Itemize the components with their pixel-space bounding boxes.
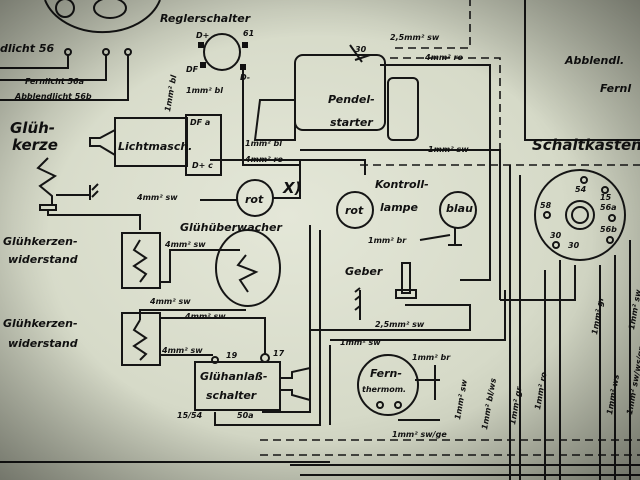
label-sk-54: 54 [575, 185, 587, 194]
label-wire-4sw-b: 4mm² sw [164, 240, 206, 249]
label-geber: Geber [345, 265, 383, 278]
label-sk-56a: 56a [600, 203, 617, 212]
label-widerstand2-1: Glühkerzen- [3, 317, 78, 330]
remote-thermometer [329, 345, 440, 425]
label-wire-1ro: 1mm² ro [533, 371, 549, 410]
label-wire-4ro-top: 4mm² ro [424, 53, 463, 62]
label-wire-4ro-starter: 4mm² ro [244, 155, 283, 164]
label-pendel-1: Pendel- [328, 93, 375, 106]
label-wire-4sw-e: 4mm² sw [161, 346, 203, 355]
label-widerstand2-2: widerstand [8, 337, 78, 350]
label-wire-1br-b: 1mm² br [412, 353, 451, 362]
label-fernlicht: Fernlicht 56a [25, 77, 84, 86]
warning-lamp-red [336, 191, 374, 229]
label-x-mark: X) [282, 179, 301, 197]
label-gluehueberwacher: Glühüberwacher [180, 221, 282, 234]
label-wire-1bl-regler: 1mm² bl [186, 86, 223, 95]
label-wire-1br: 1mm² br [368, 236, 407, 245]
label-reglerschalter: Reglerschalter [160, 12, 251, 25]
label-wire-1sw-b: 1mm² sw [340, 338, 381, 347]
label-wire-1sw-vert: 1mm² sw [453, 378, 469, 420]
label-gluehkerze-1: Glüh- [10, 119, 55, 137]
label-wire-1swge: 1mm² sw/ge [392, 430, 447, 439]
label-widerstand1-1: Glühkerzen- [3, 235, 78, 248]
label-lima-dplus: D+ c [192, 161, 213, 170]
label-term-1554: 15/54 [177, 411, 203, 420]
label-sk-30a: 30 [550, 231, 562, 240]
label-abblendl: Abblendl. [564, 54, 624, 67]
label-fernl: Fernl [600, 82, 631, 95]
label-gluehanlass-1: Glühanlaß- [200, 370, 267, 383]
label-kontrolllampe-1: Kontroll- [375, 178, 429, 191]
pendulum-starter [210, 0, 501, 300]
label-wire-1bl-vertical: 1mm² bl [163, 74, 178, 112]
label-rot-1: rot [245, 193, 264, 206]
glow-monitor-coil [139, 229, 281, 320]
glow-plug-resistor-1 [121, 232, 240, 289]
label-widerstand1-2: widerstand [8, 253, 78, 266]
label-term-50a: 50a [237, 411, 254, 420]
regulator-switch [198, 33, 300, 166]
switch-box [260, 0, 640, 480]
label-wire-1sw-mix: 1mm² sw/ws/gr [625, 345, 640, 415]
label-pendel-2: starter [330, 116, 373, 129]
label-regler-dplus: D+ [196, 31, 209, 40]
label-rot-2: rot [345, 204, 364, 217]
label-wire-25sw-top: 2,5mm² sw [390, 33, 440, 42]
label-sk-58: 58 [540, 201, 552, 210]
label-sk-15: 15 [600, 193, 612, 202]
label-wire-1blws: 1mm² bl/ws [480, 377, 498, 430]
label-wire-4sw-a: 4mm² sw [136, 193, 178, 202]
warning-lamp-blue [439, 191, 477, 229]
label-wire-1bl-starter: 1mm² bl [245, 139, 282, 148]
label-kontrolllampe-2: lampe [380, 201, 419, 214]
glow-start-switch [194, 225, 321, 426]
label-wire-25sw-b: 2,5mm² sw [375, 320, 425, 329]
generator [89, 114, 222, 176]
glow-plug-resistor-2 [121, 312, 266, 366]
label-wire-4sw-d: 4mm² sw [184, 312, 226, 321]
label-gluehkerze-2: kerze [12, 136, 58, 154]
label-term-30: 30 [355, 45, 367, 54]
ground-symbol [419, 228, 462, 246]
label-fernthermom-1: Fern- [370, 367, 402, 380]
label-lichtmaschine: Lichtmasch. [118, 140, 192, 153]
label-blau: blau [446, 202, 473, 215]
label-lima-df: DF a [190, 118, 210, 127]
label-schaltkasten: Schaltkasten [532, 136, 640, 154]
label-regler-61: 61 [243, 29, 254, 38]
label-sk-30b: 30 [568, 241, 580, 250]
sender-unit [310, 262, 506, 341]
label-abblendlicht: Abblendlicht 56b [14, 92, 92, 101]
label-fernthermom-2: thermom. [362, 385, 406, 394]
wire [200, 160, 301, 201]
label-wire-1gr-r: 1mm² gr [590, 295, 606, 335]
label-regler-df: DF [186, 65, 199, 74]
label-regler-dminus: D- [240, 73, 250, 82]
label-wire-1ws: 1mm² ws [605, 373, 621, 415]
label-wire-4sw-c: 4mm² sw [149, 297, 191, 306]
label-term-19: 19 [226, 351, 238, 360]
label-term-17: 17 [273, 349, 285, 358]
label-gluehanlass-2: schalter [206, 389, 257, 402]
label-sk-56b: 56b [600, 225, 617, 234]
label-wire-1sw-starter: 1mm² sw [428, 145, 469, 154]
label-abblendlicht-top: dlicht 56 [0, 42, 55, 55]
headlight-housing [0, 0, 161, 101]
glow-plug [36, 157, 141, 230]
